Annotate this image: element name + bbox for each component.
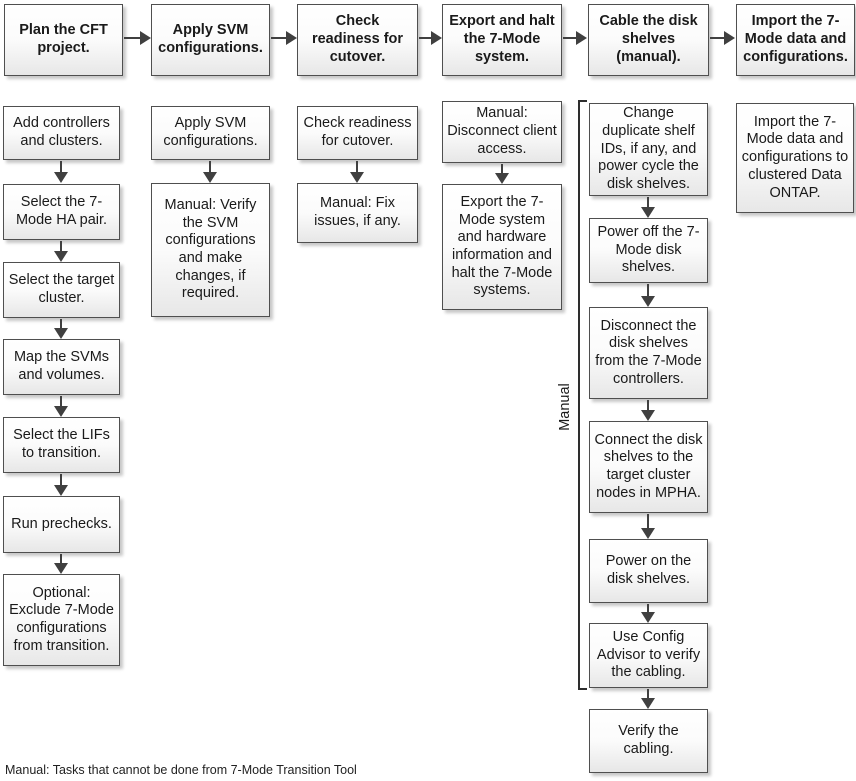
- manual-footnote: Manual: Tasks that cannot be done from 7…: [5, 763, 357, 777]
- step-box-power-on-shelves: Power on the disk shelves.: [589, 539, 708, 603]
- step-box-change-shelf-ids: Change duplicate shelf IDs, if any, and …: [589, 103, 708, 196]
- right-arrow-icon: [271, 31, 297, 45]
- step-box-manual-disconnect-clients: Manual: Disconnect client access.: [442, 101, 562, 163]
- down-arrow-icon: [641, 197, 655, 218]
- step-box-manual-fix-issues: Manual: Fix issues, if any.: [297, 183, 418, 243]
- down-arrow-icon: [641, 284, 655, 307]
- down-arrow-icon: [641, 400, 655, 421]
- header-box-readiness: Check readiness for cutover.: [297, 4, 418, 76]
- header-box-import: Import the 7-Mode data and configuration…: [736, 4, 855, 76]
- step-box-select-target-cluster: Select the target cluster.: [3, 262, 120, 318]
- step-box-optional-exclude: Optional: Exclude 7-Mode configurations …: [3, 574, 120, 666]
- manual-bracket: [578, 100, 587, 690]
- down-arrow-icon: [641, 604, 655, 623]
- header-box-apply-svm: Apply SVM configurations.: [151, 4, 270, 76]
- down-arrow-icon: [203, 161, 217, 183]
- step-box-map-svms: Map the SVMs and volumes.: [3, 339, 120, 395]
- header-box-export-halt: Export and halt the 7-Mode system.: [442, 4, 562, 76]
- down-arrow-icon: [54, 241, 68, 262]
- step-box-connect-shelves-mpha: Connect the disk shelves to the target c…: [589, 421, 708, 513]
- right-arrow-icon: [124, 31, 151, 45]
- step-box-run-prechecks: Run prechecks.: [3, 496, 120, 553]
- down-arrow-icon: [54, 161, 68, 183]
- right-arrow-icon: [563, 31, 587, 45]
- step-box-import-data: Import the 7-Mode data and configuration…: [736, 103, 854, 213]
- down-arrow-icon: [54, 554, 68, 574]
- down-arrow-icon: [641, 514, 655, 539]
- step-box-select-ha-pair: Select the 7-Mode HA pair.: [3, 184, 120, 240]
- step-box-apply-svm: Apply SVM configurations.: [151, 106, 270, 160]
- header-box-cable-shelves: Cable the disk shelves (manual).: [588, 4, 709, 76]
- right-arrow-icon: [419, 31, 442, 45]
- down-arrow-icon: [641, 689, 655, 709]
- header-box-plan: Plan the CFT project.: [4, 4, 123, 76]
- step-box-select-lifs: Select the LIFs to transition.: [3, 417, 120, 473]
- down-arrow-icon: [54, 319, 68, 339]
- step-box-check-readiness: Check readiness for cutover.: [297, 106, 418, 160]
- step-box-disconnect-shelves: Disconnect the disk shelves from the 7-M…: [589, 307, 708, 399]
- down-arrow-icon: [54, 474, 68, 496]
- step-box-add-controllers: Add controllers and clusters.: [3, 106, 120, 160]
- step-box-verify-cabling: Verify the cabling.: [589, 709, 708, 773]
- down-arrow-icon: [54, 396, 68, 417]
- down-arrow-icon: [495, 164, 509, 184]
- step-box-export-7mode-info: Export the 7-Mode system and hardware in…: [442, 184, 562, 310]
- step-box-manual-verify-svm: Manual: Verify the SVM configurations an…: [151, 183, 270, 317]
- step-box-power-off-shelves: Power off the 7-Mode disk shelves.: [589, 218, 708, 283]
- down-arrow-icon: [350, 161, 364, 183]
- manual-bracket-label: Manual: [557, 383, 573, 431]
- right-arrow-icon: [710, 31, 735, 45]
- step-box-config-advisor: Use Config Advisor to verify the cabling…: [589, 623, 708, 688]
